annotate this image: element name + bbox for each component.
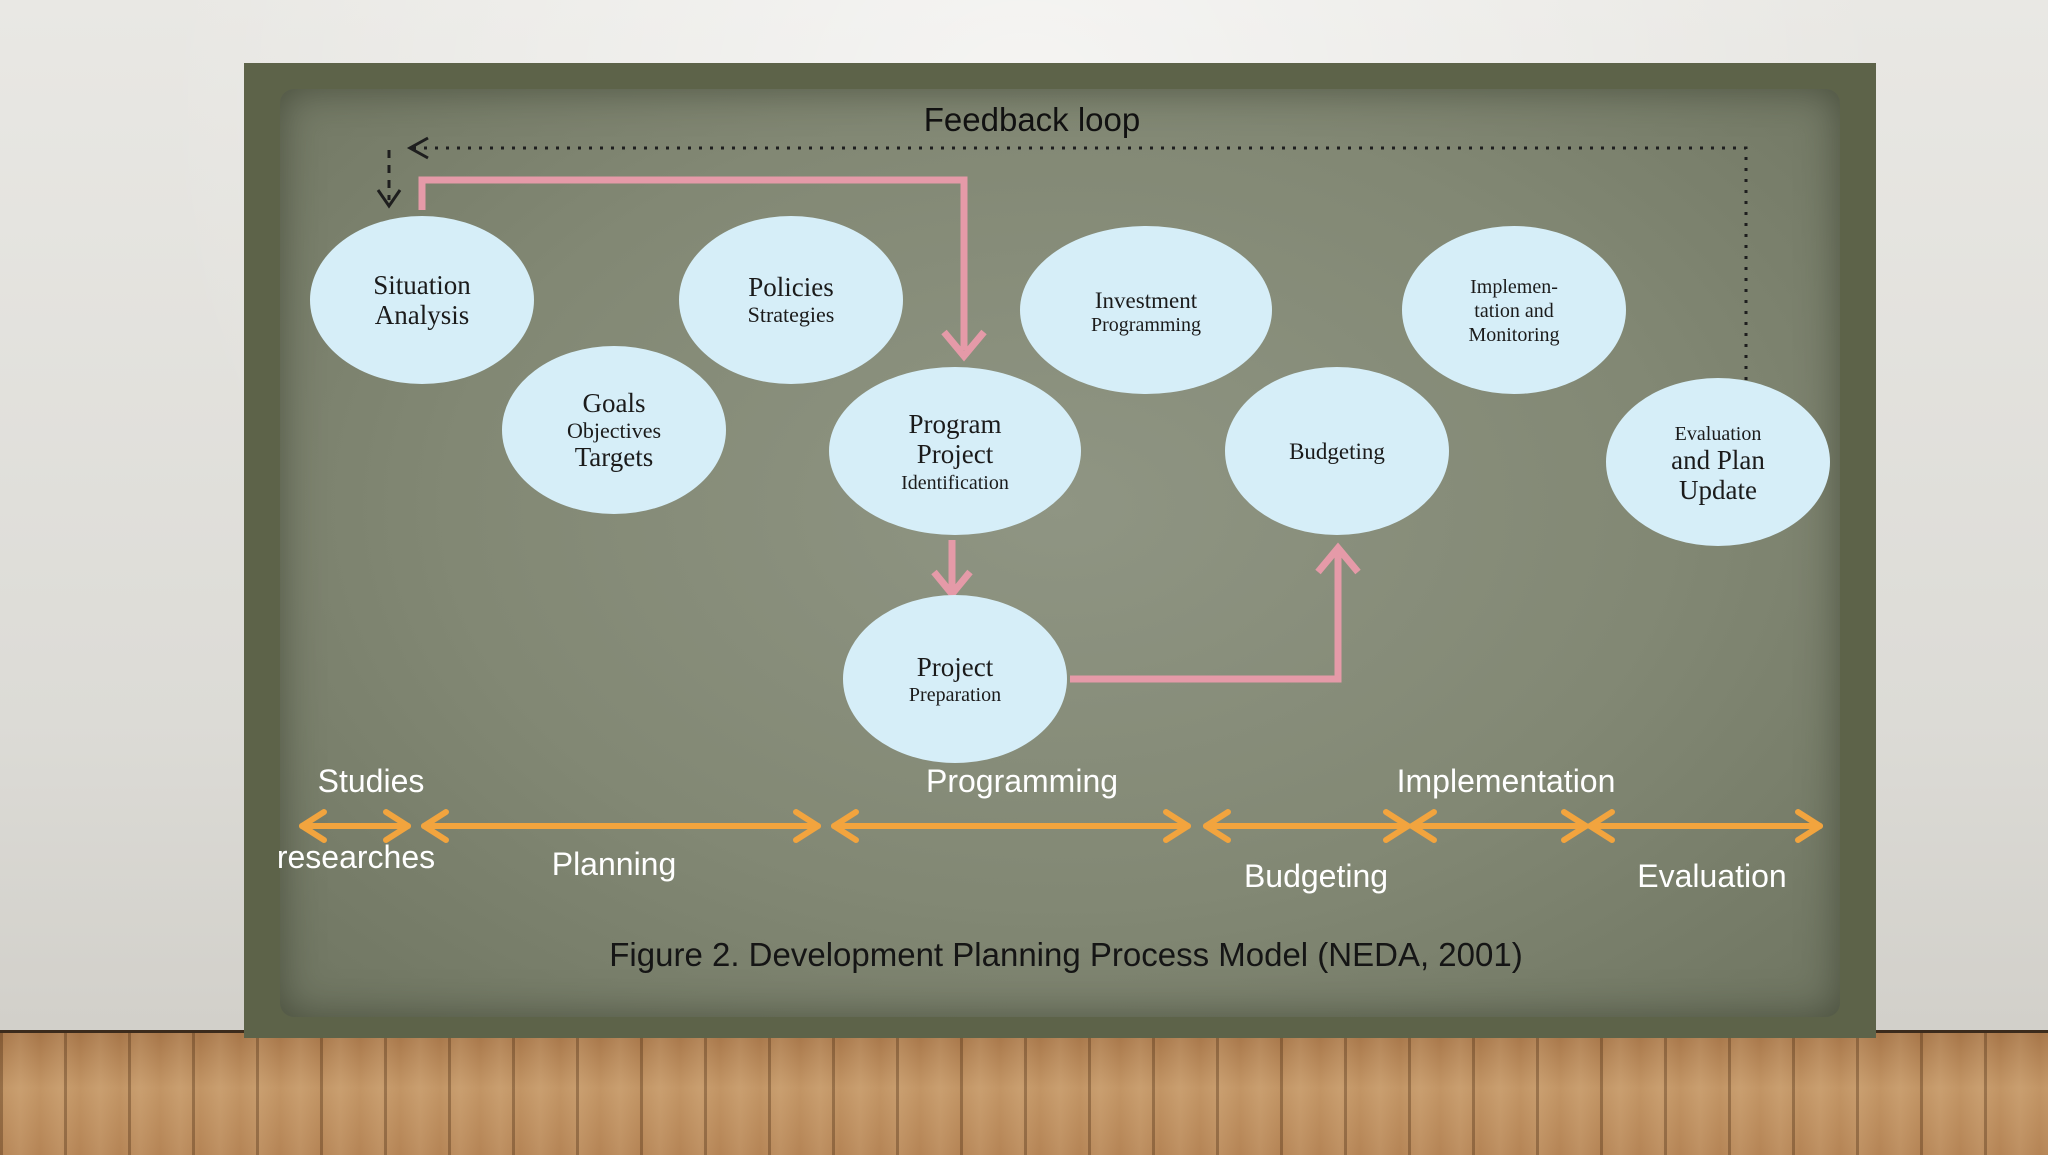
wooden-floor	[0, 1030, 2048, 1155]
node-evaluation-line2: and Plan	[1671, 445, 1765, 475]
phase-label-researches: researches	[277, 839, 435, 875]
figure-caption: Figure 2. Development Planning Process M…	[609, 936, 1522, 973]
node-evaluation-line1: Evaluation	[1675, 423, 1762, 445]
phase-arrow-implementation	[1409, 809, 1589, 843]
node-implementation-line1: Implemen-	[1470, 276, 1558, 298]
phase-label-planning: Planning	[552, 846, 677, 882]
node-budgeting: Budgeting	[1225, 367, 1449, 535]
flow-arrow-program-to-preparation	[931, 540, 973, 600]
phase-arrows	[299, 809, 1823, 843]
node-investment-line2: Programming	[1091, 314, 1201, 336]
node-evaluation-plan-update: Evaluation and Plan Update	[1606, 378, 1830, 546]
phase-label-implementation: Implementation	[1397, 763, 1616, 799]
node-program-line1: Program	[909, 409, 1002, 439]
feedback-loop-connector	[376, 136, 1748, 380]
node-preparation-line1: Project	[917, 652, 994, 682]
node-policies-line2: Strategies	[748, 302, 835, 327]
node-goals-line1: Goals	[583, 388, 646, 418]
node-program-project: Program Project Identification	[829, 367, 1081, 535]
node-program-line2: Project	[917, 439, 994, 469]
phase-arrow-budgeting	[1203, 809, 1411, 843]
feedback-loop-label: Feedback loop	[924, 101, 1140, 138]
node-project-preparation: Project Preparation	[843, 595, 1067, 763]
node-situation-line2: Analysis	[375, 300, 470, 330]
node-implementation-line2: tation and	[1474, 300, 1553, 322]
node-goals-line2: Objectives	[567, 418, 661, 443]
node-investment-line1: Investment	[1095, 288, 1198, 313]
node-implementation-line3: Monitoring	[1468, 324, 1559, 346]
diagram-board	[244, 63, 1876, 1038]
node-investment-programming: Investment Programming	[1020, 226, 1272, 394]
phase-label-budgeting: Budgeting	[1244, 858, 1388, 894]
phase-arrow-planning	[421, 809, 821, 843]
flow-arrow-preparation-to-budgeting	[1070, 542, 1361, 683]
phase-arrow-studies	[299, 809, 411, 843]
phase-label-studies: Studies	[318, 763, 425, 799]
phase-arrow-programming	[831, 809, 1191, 843]
phase-arrow-evaluation	[1587, 809, 1823, 843]
node-situation-analysis: Situation Analysis	[310, 216, 534, 384]
phase-label-programming: Programming	[926, 763, 1118, 799]
flow-arrow-situation-to-program	[418, 176, 987, 362]
node-implementation-monitoring: Implemen- tation and Monitoring	[1402, 226, 1626, 394]
node-goals-line3: Targets	[575, 442, 654, 472]
node-evaluation-line3: Update	[1679, 475, 1757, 505]
node-preparation-line2: Preparation	[909, 684, 1001, 706]
node-goals: Goals Objectives Targets	[502, 346, 726, 514]
node-program-line3: Identification	[901, 472, 1009, 494]
node-policies-line1: Policies	[748, 272, 834, 302]
node-situation-line1: Situation	[373, 270, 471, 300]
node-policies: Policies Strategies	[679, 216, 903, 384]
node-budgeting-line1: Budgeting	[1289, 439, 1385, 464]
phase-label-evaluation: Evaluation	[1637, 858, 1786, 894]
